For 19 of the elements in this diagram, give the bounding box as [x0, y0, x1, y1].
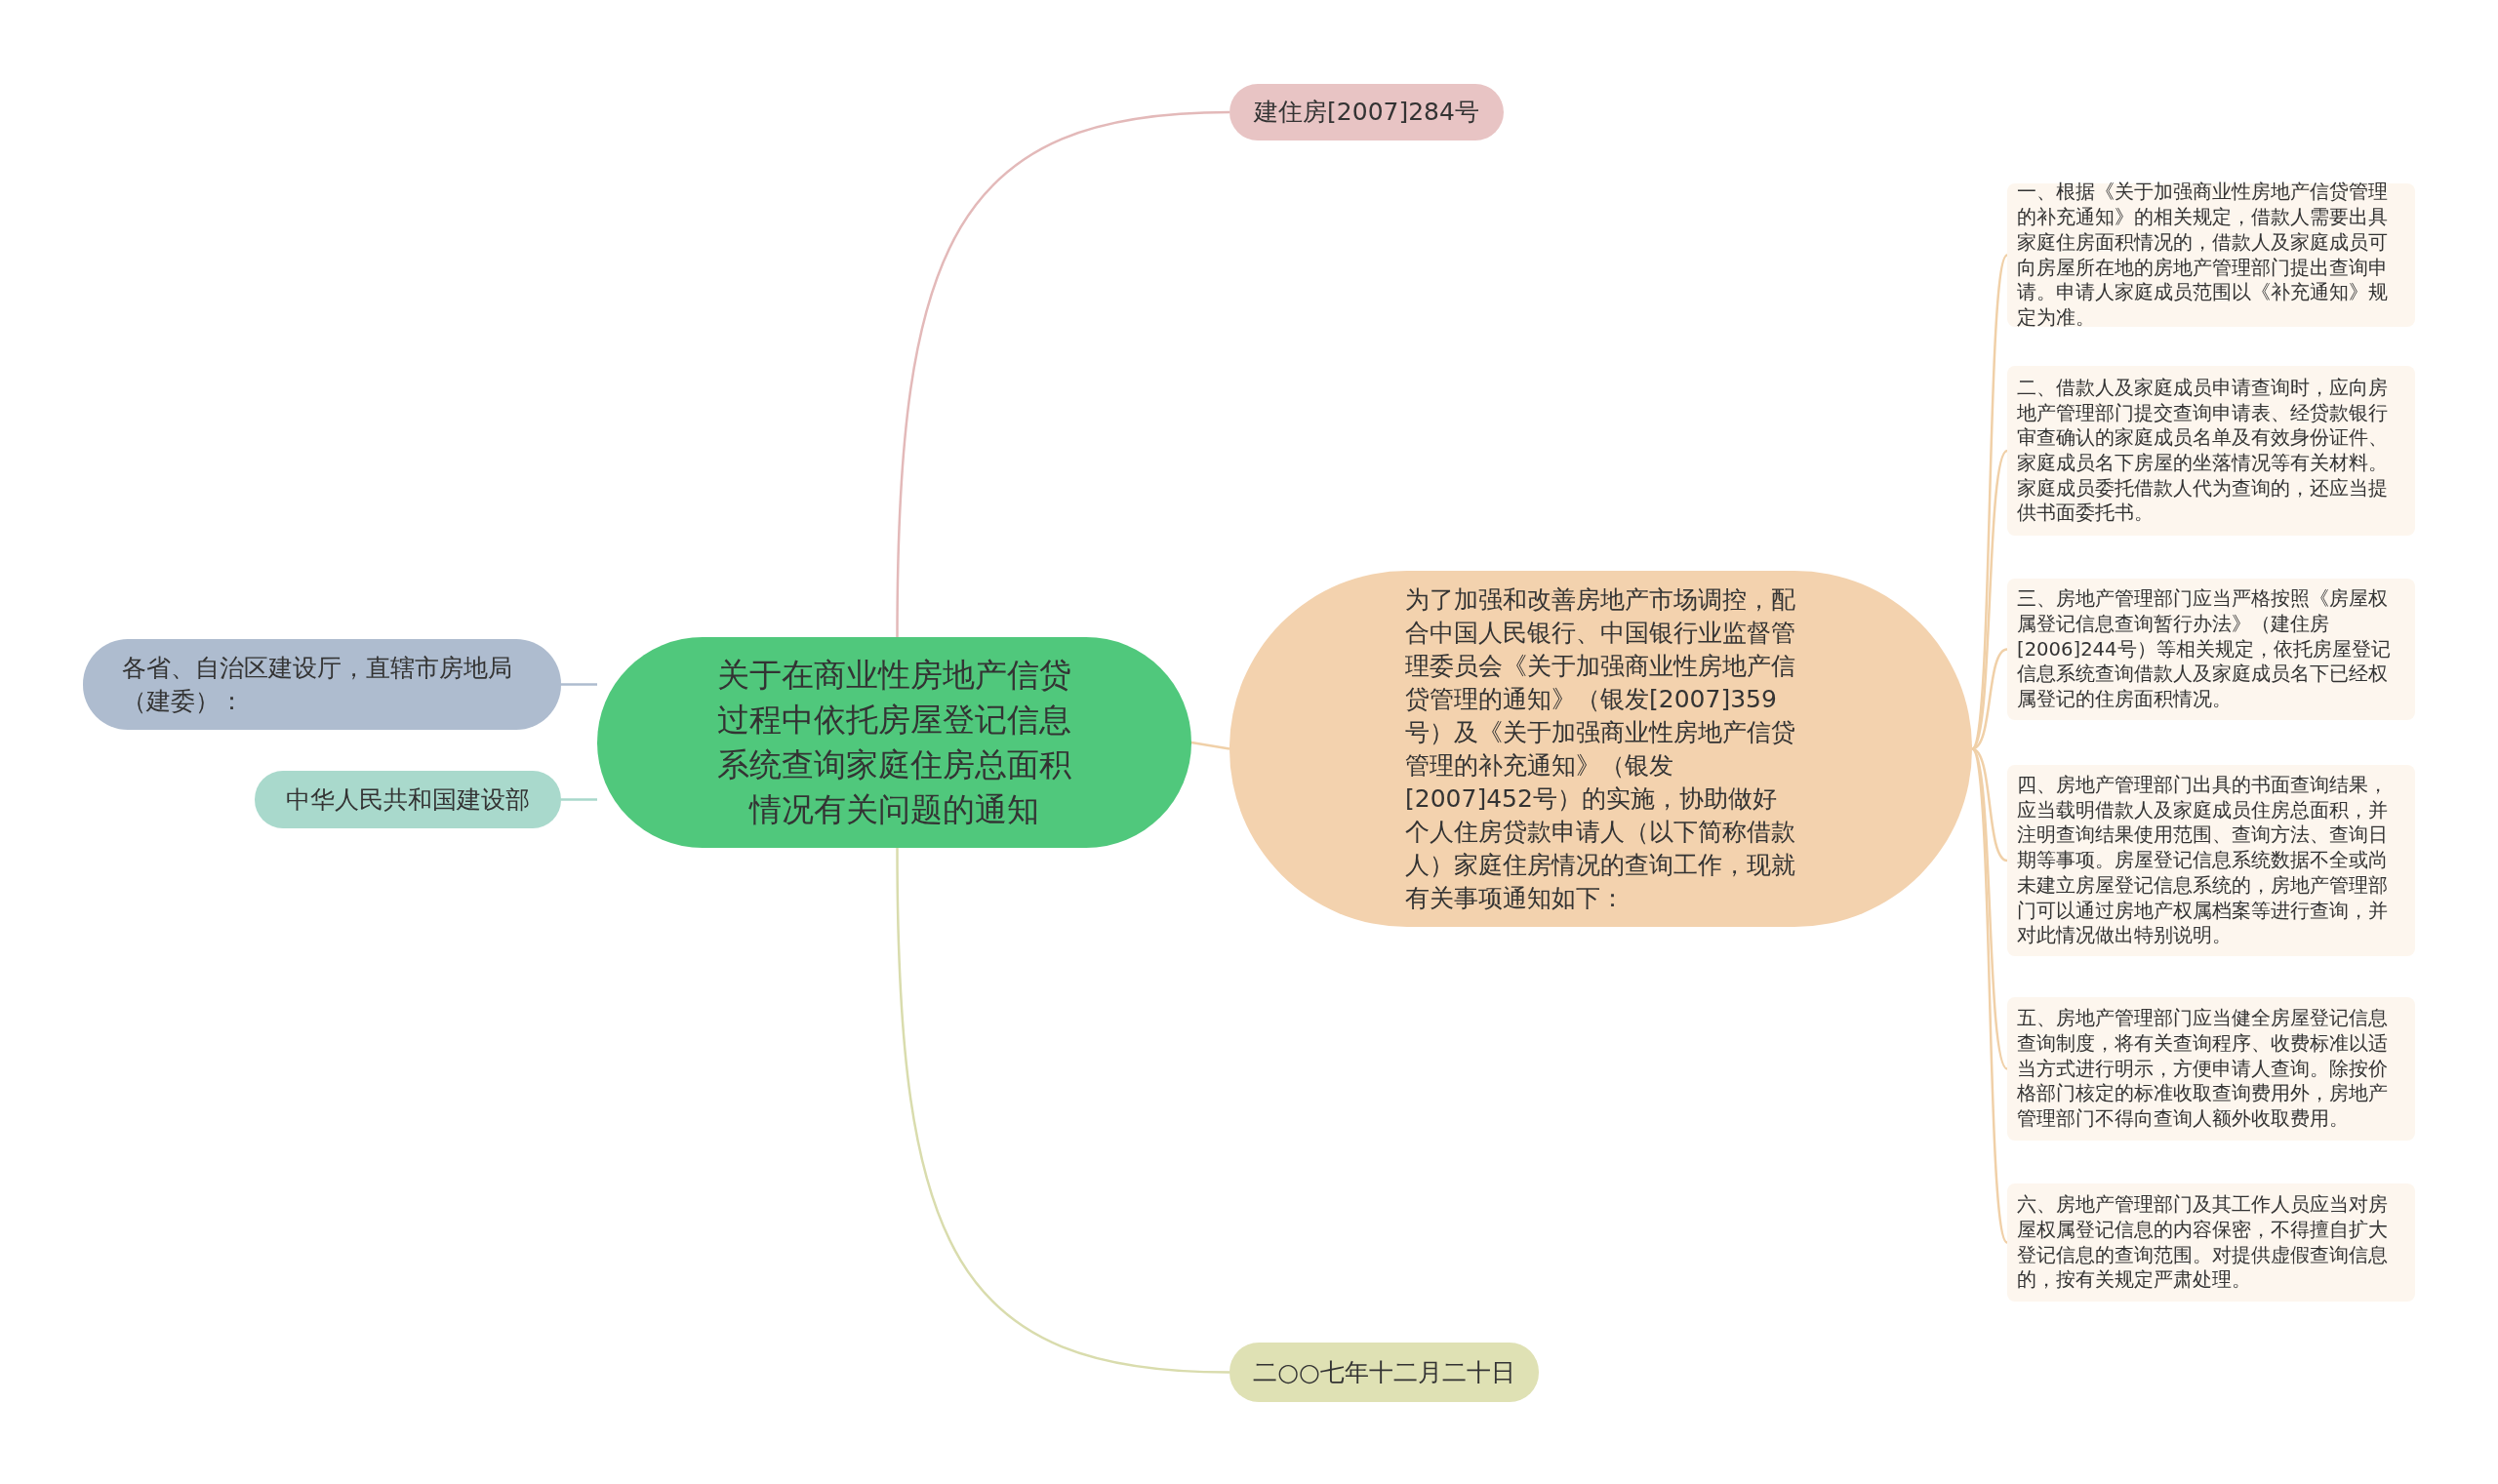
note-box: 一、根据《关于加强商业性房地产信贷管理的补充通知》的相关规定，借款人需要出具家庭住房面积情况的，借款人及家庭成员可向房屋所在地的房地产管理部门提出查询申请。申请人家庭成员范围以《补充通知》规定为准。 [2007, 183, 2415, 327]
connector [1971, 450, 2008, 750]
note-box: 四、房地产管理部门出具的书面查询结果，应当载明借款人及家庭成员住房总面积，并注明查询结果使用范围、查询方法、查询日期等事项。房屋登记信息系统数据不全或尚未建立房屋登记信息系统的，房地产管理部门可以通过房地产权属档案等进行查询，并对此情况做出特别说明。 [2007, 765, 2415, 956]
connector [896, 110, 1230, 637]
note-box: 二、借款人及家庭成员申请查询时，应向房地产管理部门提交查询申请表、经贷款银行审查确认的家庭成员名单及有效身份证件、家庭成员名下房屋的坐落情况等有关材料。家庭成员委托借款人代为查询的，还应当提供书面委托书。 [2007, 366, 2415, 536]
connector [561, 798, 597, 801]
branch-box: 各省、自治区建设厅，直辖市房地局（建委）： [83, 639, 561, 730]
branch-box: 二○○七年十二月二十日 [1229, 1343, 1539, 1402]
topic-box: 关于在商业性房地产信贷过程中依托房屋登记信息系统查询家庭住房总面积情况有关问题的通知 [597, 637, 1191, 848]
note-box: 六、房地产管理部门及其工作人员应当对房屋权属登记信息的内容保密，不得擅自扩大登记信息的查询范围。对提供虚假查询信息的，按有关规定严肃处理。 [2007, 1183, 2415, 1302]
connector [1190, 741, 1230, 750]
connector [896, 848, 1230, 1374]
branch-box: 中华人民共和国建设部 [255, 771, 561, 828]
note-box: 五、房地产管理部门应当健全房屋登记信息查询制度，将有关查询程序、收费标准以适当方式进行明示，方便申请人查询。除按价格部门核定的标准收取查询费用外，房地产管理部门不得向查询人额外收取费用。 [2007, 997, 2415, 1141]
branch-box: 建住房[2007]284号 [1229, 84, 1504, 140]
connector [1970, 747, 2009, 1244]
note-box: 三、房地产管理部门应当严格按照《房屋权属登记信息查询暂行办法》（建住房[2006]244号）等相关规定，依托房屋登记信息系统查询借款人及家庭成员名下已经权属登记的住房面积情况。 [2007, 579, 2415, 720]
connector [561, 683, 597, 686]
branch-box: 为了加强和改善房地产市场调控，配合中国人民银行、中国银行业监督管理委员会《关于加强商业性房地产信贷管理的通知》（银发[2007]359号）及《关于加强商业性房地产信贷管理的补充通知》（银发[2007]452号）的实施，协助做好个人住房贷款申请人（以下简称借款人）家庭住房情况的查询工作，现就有关事项通知如下： [1229, 571, 1972, 927]
